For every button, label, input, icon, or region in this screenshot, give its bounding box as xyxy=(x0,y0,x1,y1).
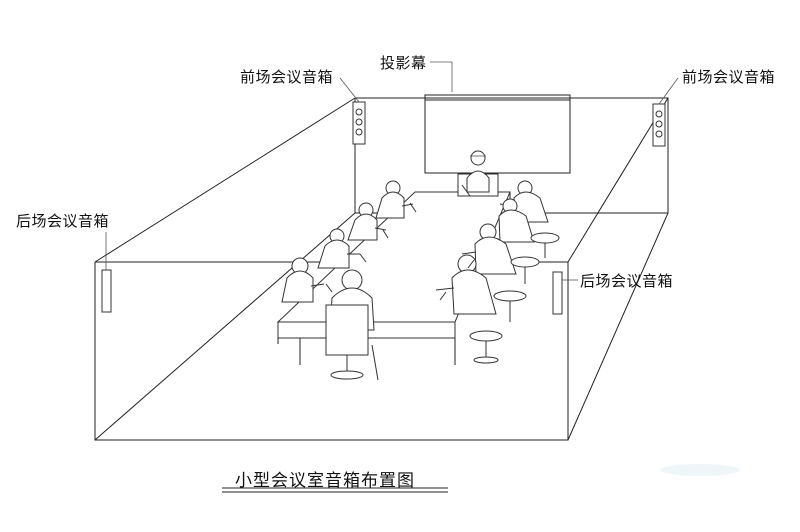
conference-table xyxy=(276,191,511,365)
rear-speaker-right-label: 后场会议音箱 xyxy=(580,272,674,290)
diagram-caption: 小型会议室音箱布置图 xyxy=(235,471,415,491)
projection-screen xyxy=(424,61,571,174)
watermark-mark xyxy=(660,464,740,476)
left-side-persons xyxy=(281,180,414,303)
head-seat-person xyxy=(457,150,499,197)
rear-speaker-left-label: 后场会议音箱 xyxy=(16,212,110,230)
table-microphones xyxy=(325,184,475,301)
front-speaker-left-label: 前场会议音箱 xyxy=(240,68,334,86)
caption-underline xyxy=(222,487,448,493)
rear-speaker-right xyxy=(552,271,578,315)
front-speaker-right xyxy=(652,77,679,147)
front-person-chair xyxy=(325,269,379,381)
front-speaker-left xyxy=(339,77,366,145)
right-side-persons xyxy=(435,180,560,364)
rear-speaker-left xyxy=(101,232,112,313)
front-speaker-right-label: 前场会议音箱 xyxy=(682,68,776,86)
projection-screen-label: 投影幕 xyxy=(380,54,427,72)
